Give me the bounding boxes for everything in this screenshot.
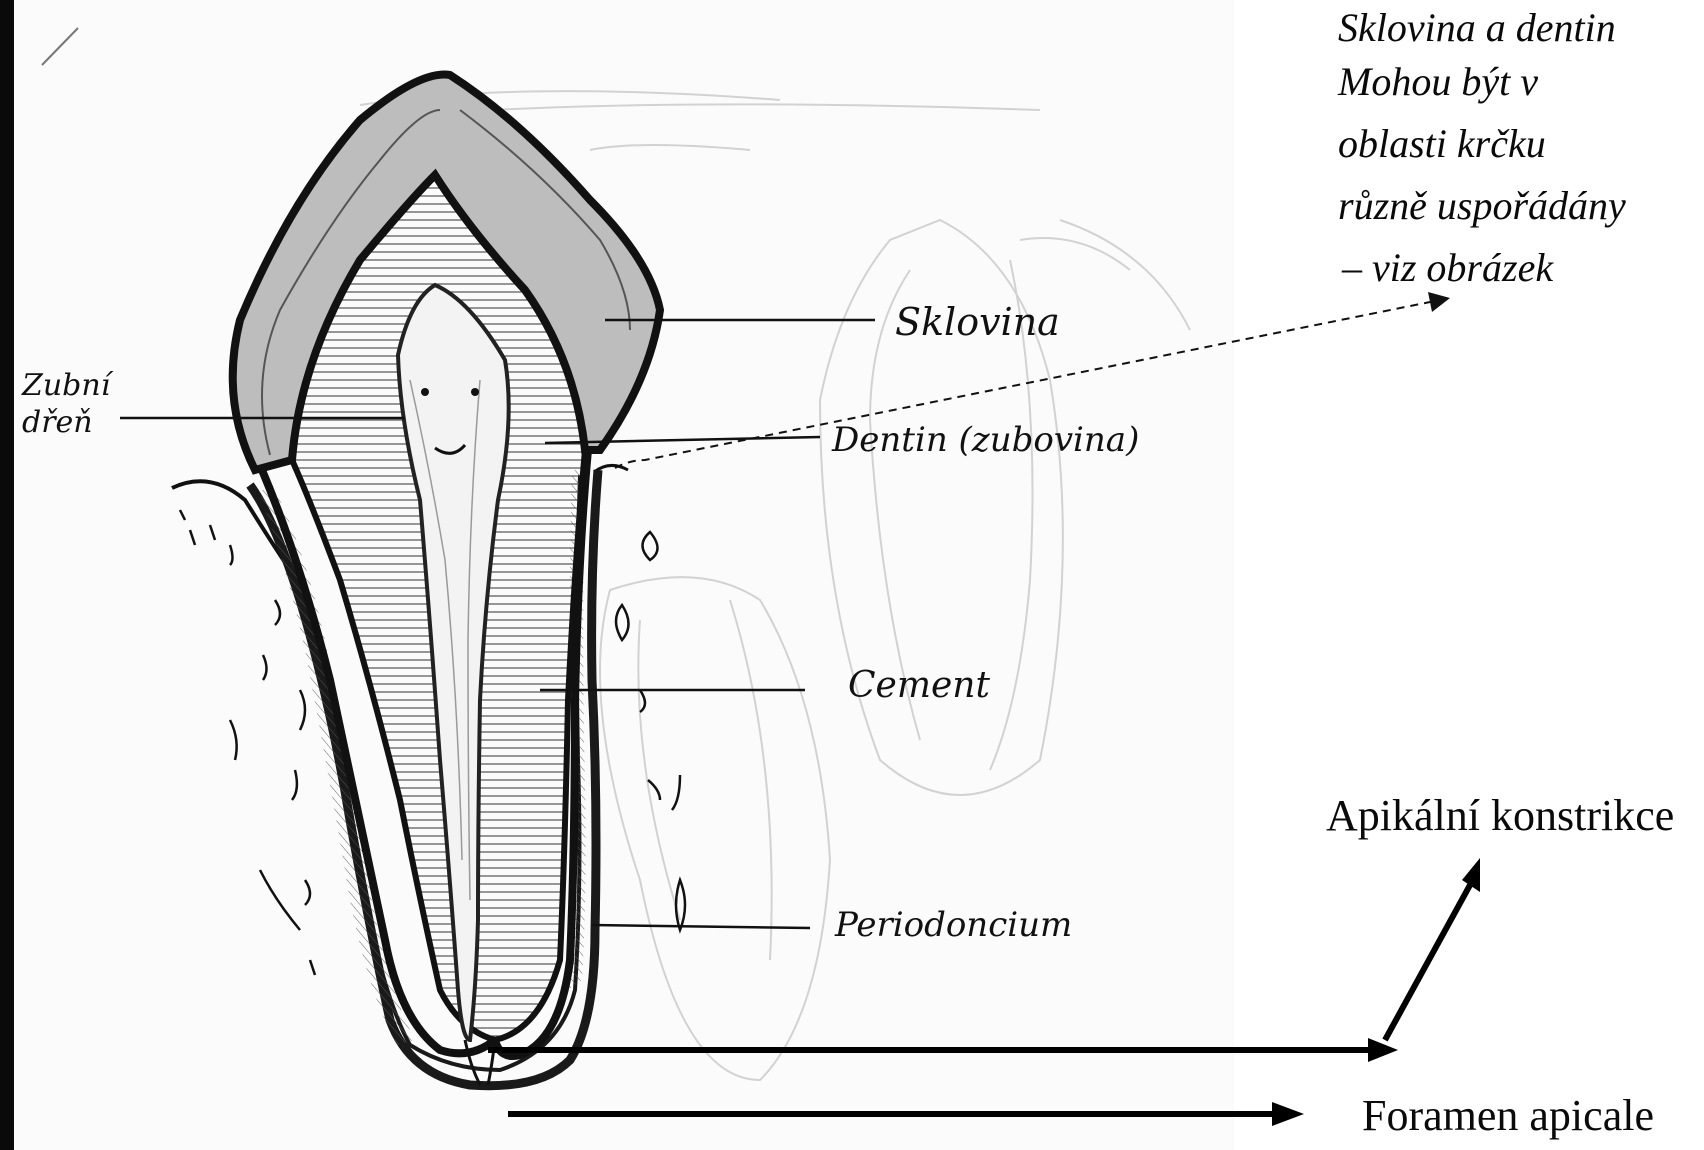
note-line-3: oblasti krčku xyxy=(1338,118,1546,170)
label-sklovina: Sklovina xyxy=(895,300,1060,344)
label-pulp-line2: dřeň xyxy=(22,405,93,440)
pulp-face-eye-right xyxy=(471,388,479,396)
label-apical-constriction: Apikální konstrikce xyxy=(1326,790,1674,841)
pulp-face-eye-left xyxy=(421,388,429,396)
label-foramen-apicale: Foramen apicale xyxy=(1362,1090,1654,1141)
arrow-to-constriction-label xyxy=(1385,885,1470,1040)
pencil-mark xyxy=(42,28,78,65)
note-line-1: Sklovina a dentin xyxy=(1338,2,1616,54)
apical-arrowheads xyxy=(1272,858,1480,1126)
note-line-5: – viz obrázek xyxy=(1342,242,1553,294)
note-line-2: Mohou být v xyxy=(1338,56,1538,108)
leader-periodoncium xyxy=(592,925,810,928)
label-periodoncium: Periodoncium xyxy=(835,905,1072,945)
label-pulp-line1: Zubní xyxy=(22,368,110,403)
note-line-4: různě uspořádány xyxy=(1338,180,1626,232)
label-dentin: Dentin (zubovina) xyxy=(832,420,1139,460)
label-cement: Cement xyxy=(848,665,990,706)
